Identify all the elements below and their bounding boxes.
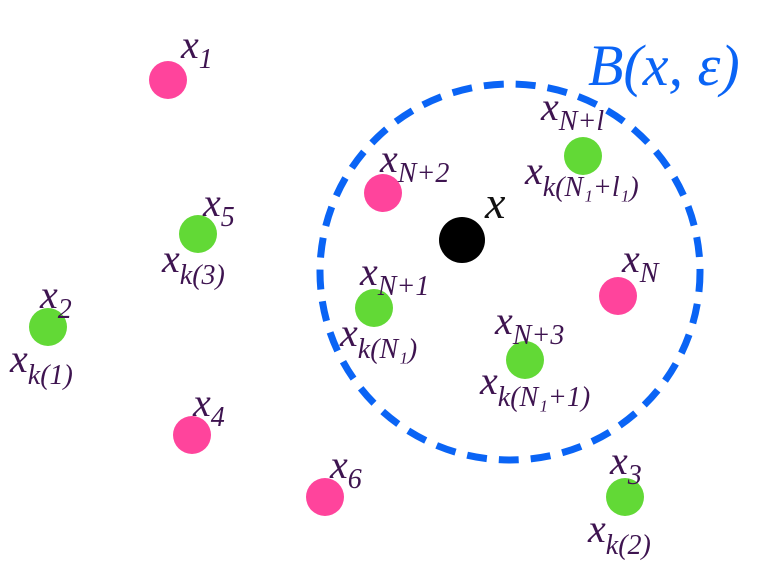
label-xkN1: xk(N₁) [339, 310, 417, 365]
label-xN1: xN+1 [359, 249, 429, 302]
point-xN3 [506, 341, 544, 379]
center-label: x [484, 177, 506, 228]
label-xNl: xN+l [540, 84, 604, 137]
label-xk2: xk(2) [587, 506, 651, 561]
label-x2: x2 [39, 272, 72, 325]
label-xkN11: xk(N₁+1) [479, 358, 590, 413]
point-center-x [439, 217, 485, 263]
point-xN [599, 277, 637, 315]
point-x5 [179, 215, 217, 253]
label-xN2: xN+2 [379, 136, 449, 189]
point-x2 [29, 308, 67, 346]
label-xk3: xk(3) [161, 236, 225, 291]
point-x1 [149, 61, 187, 99]
ball-label: B(x, ε) [588, 33, 740, 98]
label-xN: xN [621, 236, 660, 289]
label-xN3: xN+3 [494, 298, 564, 351]
label-x1: x1 [180, 22, 213, 75]
label-x5: x5 [202, 180, 235, 233]
point-xN1 [355, 289, 393, 327]
label-x3: x3 [609, 438, 642, 491]
label-xkN1l1: xk(N₁+l₁) [524, 148, 639, 203]
epsilon-ball-boundary [316, 80, 704, 464]
point-x6 [306, 478, 344, 516]
point-x3 [606, 478, 644, 516]
label-x6: x6 [329, 442, 362, 495]
label-xk1: xk(1) [9, 336, 73, 391]
label-x4: x4 [192, 380, 225, 433]
point-xNl [564, 137, 602, 175]
point-xN2 [364, 174, 402, 212]
point-x4 [173, 416, 211, 454]
